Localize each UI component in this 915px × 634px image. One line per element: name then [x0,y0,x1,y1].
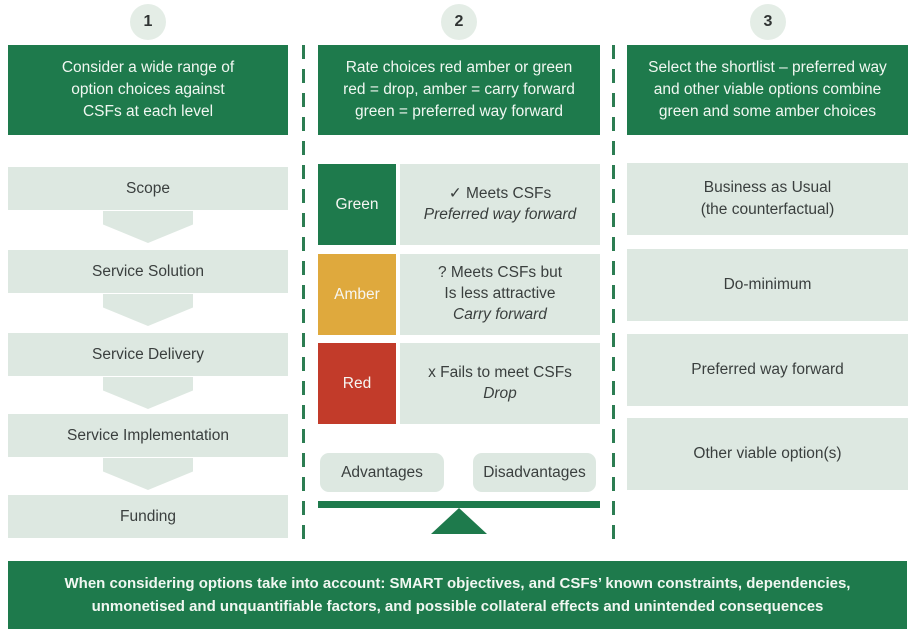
step-1-header: Consider a wide range of option choices … [8,45,288,135]
advantages-box: Advantages [320,453,444,492]
rating-row-green: Green ✓ Meets CSFs Preferred way forward [318,164,600,245]
step-3-header: Select the shortlist – preferred way and… [627,45,908,135]
down-arrow-icon [103,458,193,490]
rating-label-green: Green [335,195,379,213]
rating-desc-text-green: ✓ Meets CSFs [448,184,552,202]
flow-box-scope: Scope [8,167,288,210]
rating-label-amber: Amber [334,285,380,303]
down-arrow-icon [103,377,193,409]
disadvantages-box: Disadvantages [473,453,596,492]
rating-desc-red: x Fails to meet CSFs Drop [400,343,600,424]
rating-row-amber: Amber ? Meets CSFs but Is less attractiv… [318,254,600,335]
step-2-badge: 2 [441,4,477,40]
rating-chip-green: Green [318,164,396,245]
column-separator-right [612,45,615,545]
shortlist-box-preferred-way: Preferred way forward [627,334,908,406]
step-3-number: 3 [763,13,773,30]
flow-box-service-delivery: Service Delivery [8,333,288,376]
shortlist-box-do-minimum: Do-minimum [627,249,908,321]
rating-action-green: Preferred way forward [423,205,577,223]
rating-action-red: Drop [483,384,517,402]
rating-desc-green: ✓ Meets CSFs Preferred way forward [400,164,600,245]
flow-box-service-implementation: Service Implementation [8,414,288,457]
footer-note-banner: When considering options take into accou… [8,561,907,629]
rating-desc-text-amber: ? Meets CSFs but Is less attractive [437,264,563,303]
rating-desc-amber: ? Meets CSFs but Is less attractive Carr… [400,254,600,335]
step-3-badge: 3 [750,4,786,40]
balance-beam [318,501,600,508]
step-2-header: Rate choices red amber or green red = dr… [318,45,600,135]
flow-box-service-solution: Service Solution [8,250,288,293]
rating-row-red: Red x Fails to meet CSFs Drop [318,343,600,424]
shortlist-box-other-viable: Other viable option(s) [627,418,908,490]
rating-desc-text-red: x Fails to meet CSFs [428,363,572,381]
balance-fulcrum-icon [431,508,487,534]
shortlist-box-bau: Business as Usual (the counterfactual) [627,163,908,235]
column-separator-left [302,45,305,545]
rating-action-amber: Carry forward [453,305,547,323]
step-2-number: 2 [454,13,464,30]
rating-label-red: Red [342,374,372,392]
rating-chip-red: Red [318,343,396,424]
step-1-badge: 1 [130,4,166,40]
down-arrow-icon [103,211,193,243]
flow-box-funding: Funding [8,495,288,538]
step-1-number: 1 [143,13,153,30]
rating-chip-amber: Amber [318,254,396,335]
down-arrow-icon [103,294,193,326]
